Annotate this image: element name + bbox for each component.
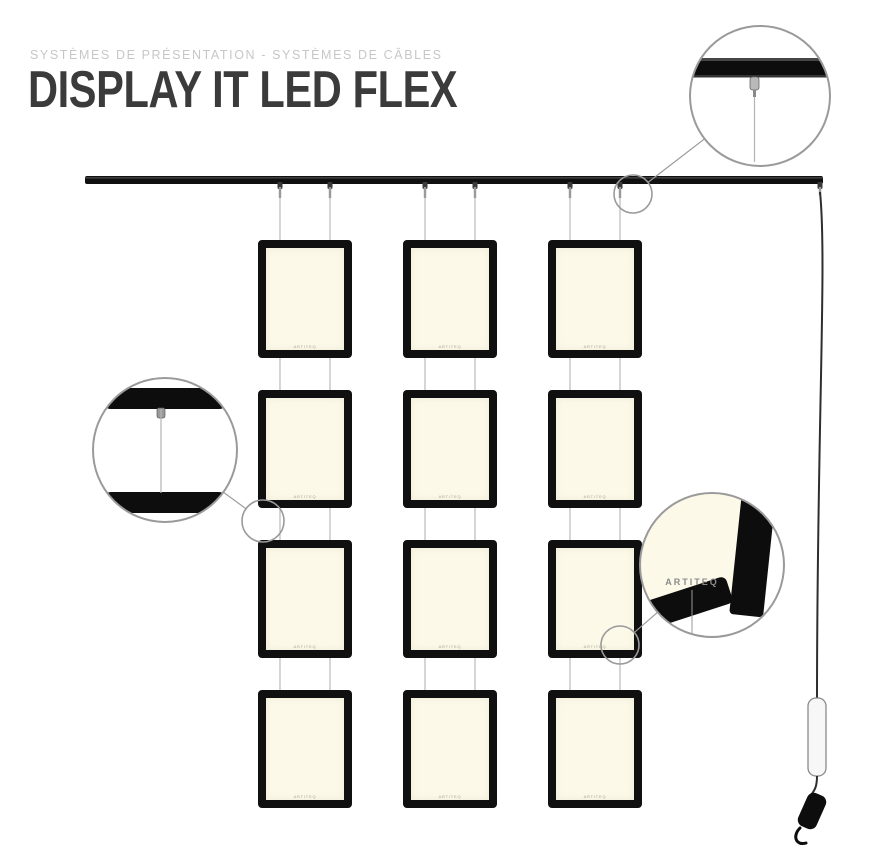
frame-brand-label: ARTITEQ [583,494,607,499]
led-frame: ARTITEQ [548,690,642,808]
wall-rail [85,176,823,184]
power-cord [816,191,824,701]
led-frame: ARTITEQ [258,690,352,808]
led-frame: ARTITEQ [403,540,497,658]
rail-detail-callout [689,25,831,167]
frame-brand-label: ARTITEQ [293,494,317,499]
power-plug [794,775,827,846]
frame-brand-label: ARTITEQ [293,794,317,799]
page-subtitle: SYSTÈMES DE PRÉSENTATION - SYSTÈMES DE C… [30,48,443,62]
frame-brand-label: ARTITEQ [293,344,317,349]
led-frame: ARTITEQ [548,540,642,658]
frame-corner-callout: ARTITEQ [639,492,785,638]
corner-detail-marker [600,625,640,665]
cable-coupler-callout [92,377,238,523]
frame-brand-label: ARTITEQ [583,344,607,349]
rail-gripper-icon [749,76,760,91]
frame-brand-label: ARTITEQ [438,494,462,499]
led-frame: ARTITEQ [258,390,352,508]
frame-brand-label: ARTITEQ [583,644,607,649]
led-frame: ARTITEQ [258,540,352,658]
rail-hangers [277,182,823,198]
coupler-detail-marker [241,499,285,543]
callout-connector-lines [222,138,705,633]
led-frame: ARTITEQ [403,240,497,358]
frame-brand-label: ARTITEQ [583,794,607,799]
rail-detail-marker [613,174,653,214]
page-title: DISPLAY IT LED FLEX [28,61,458,119]
led-frame: ARTITEQ [548,240,642,358]
frame-brand-label: ARTITEQ [438,644,462,649]
led-frame: ARTITEQ [403,690,497,808]
frame-brand-label: ARTITEQ [293,644,317,649]
led-frame: ARTITEQ [548,390,642,508]
frame-brand-label: ARTITEQ [438,344,462,349]
frame-brand-label: ARTITEQ [438,794,462,799]
led-frame: ARTITEQ [258,240,352,358]
corner-brand-label: ARTITEQ [665,577,719,587]
led-frame: ARTITEQ [403,390,497,508]
